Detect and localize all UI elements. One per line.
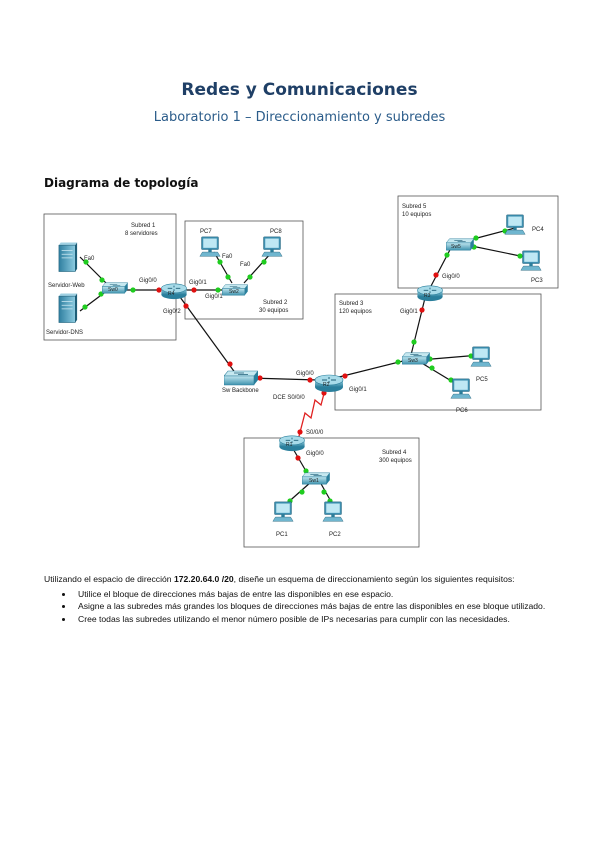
label-servidor-dns: Servidor-DNS: [46, 330, 83, 336]
subred2-title: Subred 2: [263, 300, 288, 306]
serial-link: [297, 385, 327, 441]
label-sw-backbone: Sw Backbone: [222, 388, 259, 394]
iface-pc8-fa0: Fa0: [240, 262, 251, 268]
iface-r3-gig01: Gig0/1: [400, 309, 418, 315]
subred2-subtitle: 30 equipos: [259, 308, 288, 314]
label-r4: R4: [168, 291, 175, 297]
subred3-title: Subred 3: [339, 301, 364, 307]
iface-r3-gig00: Gig0/0: [442, 274, 460, 280]
subred4-subtitle: 300 equipos: [379, 458, 412, 464]
pc8-icon: [261, 236, 283, 257]
label-pc6: PC6: [456, 408, 468, 414]
label-r3: R3: [424, 293, 431, 299]
subred5-title: Subred 5: [402, 204, 427, 210]
pc5-icon: [470, 346, 492, 367]
label-pc4: PC4: [532, 227, 544, 233]
pc1-icon: [272, 501, 294, 522]
area-subred5: [397, 195, 559, 289]
subred4-title: Subred 4: [382, 450, 407, 456]
iface-r4-gig00: Gig0/0: [139, 278, 157, 284]
label-pc1: PC1: [276, 532, 288, 538]
server-web-icon: [58, 241, 78, 273]
label-r1: R1: [286, 442, 293, 448]
iface-r2-gig01: Gig0/1: [349, 387, 367, 393]
iface-r2-dce: DCE S0/0/0: [273, 395, 305, 401]
subred5-subtitle: 10 equipos: [402, 212, 431, 218]
list-item: Asigne a las subredes más grandes los bl…: [74, 600, 558, 613]
list-item: Utilice el bloque de direcciones más baj…: [74, 588, 558, 601]
pc7-icon: [199, 236, 221, 257]
pc2-icon: [322, 501, 344, 522]
requirements-block: Utilizando el espacio de dirección 172.2…: [44, 573, 558, 625]
label-sw3: Sw3: [408, 358, 418, 364]
requirements-intro: Utilizando el espacio de dirección 172.2…: [44, 574, 515, 584]
label-sw0: Sw0: [108, 287, 118, 293]
address-space: 172.20.64.0 /20: [173, 574, 234, 584]
iface-r4-gig01: Gig0/1: [189, 280, 207, 286]
iface-pc7-fa0: Fa0: [222, 254, 233, 260]
label-sw2: Sw2: [229, 289, 239, 295]
iface-sw2-gig01: Gig0/1: [205, 294, 223, 300]
pc6-icon: [450, 378, 472, 399]
area-subred4: [243, 437, 420, 548]
label-sw1: Sw1: [309, 478, 319, 484]
iface-r2-gig00: Gig0/0: [296, 371, 314, 377]
page-title: Redes y Comunicaciones: [181, 80, 418, 100]
label-pc5: PC5: [476, 377, 488, 383]
page-subtitle: Laboratorio 1 – Direccionamiento y subre…: [153, 110, 446, 125]
pc3-icon: [520, 250, 542, 271]
iface-r4-gig02: Gig0/2: [163, 309, 181, 315]
requirements-list: Utilice el bloque de direcciones más baj…: [44, 588, 558, 626]
label-r2: R2: [323, 382, 330, 388]
list-item: Cree todas las subredes utilizando el me…: [74, 613, 558, 626]
label-pc8: PC8: [270, 229, 282, 235]
area-subred2: [184, 220, 304, 320]
area-subred1: [43, 213, 177, 341]
subred1-title: Subred 1: [131, 223, 156, 229]
pc4-icon: [504, 214, 526, 235]
label-sw5: Sw5: [451, 244, 461, 250]
iface-r1-s000: S0/0/0: [306, 430, 324, 436]
subred3-subtitle: 120 equipos: [339, 309, 372, 315]
server-dns-icon: [58, 292, 78, 324]
switch-backbone-icon: [224, 370, 258, 386]
section-title: Diagrama de topología: [44, 176, 199, 190]
subred1-subtitle: 8 servidores: [125, 231, 158, 237]
link-dots: [82, 228, 523, 504]
label-pc2: PC2: [329, 532, 341, 538]
links: [79, 227, 531, 506]
label-servidor-web: Servidor-Web: [48, 283, 85, 289]
iface-fa0-web: Fa0: [84, 256, 95, 262]
label-pc3: PC3: [531, 278, 543, 284]
label-pc7: PC7: [200, 229, 212, 235]
iface-r1-gig00: Gig0/0: [306, 451, 324, 457]
